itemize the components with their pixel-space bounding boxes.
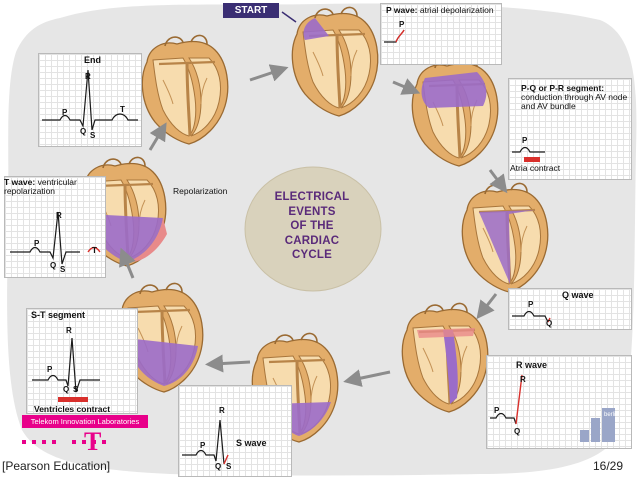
wave-letter-q-end: Q [80, 127, 87, 136]
arrow-1 [249, 64, 289, 82]
ecg-trace-st-segment [32, 337, 100, 393]
t-wave-heading: T wave: [4, 177, 36, 187]
university-logo-mark [580, 408, 615, 442]
wave-letter-s-end: S [90, 131, 96, 140]
ecg-highlight-t-wave [87, 246, 101, 253]
heart-pq-segment [460, 181, 550, 294]
p-wave-heading: P wave: [386, 5, 418, 15]
wave-letter-r-swave: R [219, 406, 225, 415]
arrow-2 [392, 78, 421, 95]
wave-letter-p-swave: P [200, 441, 206, 450]
ecg-highlight-r-wave [515, 374, 523, 425]
pq-segment-heading: P-Q or P-R segment: [521, 83, 605, 93]
wave-letter-p-end: P [62, 108, 68, 117]
diagram-title: ELECTRICAL EVENTS OF THE CARDIAC CYCLE [262, 190, 362, 263]
ecg-trace-t-wave [10, 211, 80, 265]
wave-letter-t-end: T [120, 105, 125, 114]
arrow-4 [476, 293, 498, 320]
label-r-wave: R wave [516, 360, 548, 370]
label-p-wave: P wave: atrial depolarization [386, 6, 498, 15]
telekom-logo-letter: T [84, 427, 102, 456]
label-q-wave: Q wave [562, 290, 594, 300]
title-line-3: OF THE [290, 220, 334, 232]
wave-letter-p-twave: P [34, 239, 40, 248]
ecg-panel-st-segment [26, 308, 138, 414]
ecg-panel-t-wave [4, 176, 106, 278]
label-st-segment: S-T segment [31, 310, 86, 320]
label-atria-contract: Atria contract [510, 163, 561, 173]
arrow-8 [148, 122, 167, 151]
heart-q-wave [400, 301, 490, 414]
university-logo: berlin [578, 404, 619, 444]
telekom-lab-bar: Telekom Innovation Laboratories [22, 415, 148, 428]
arrow-6 [205, 354, 251, 373]
wave-letter-r-end: R [85, 72, 91, 81]
start-pointer [281, 11, 297, 23]
wave-letter-q-twave: Q [50, 261, 57, 270]
ecg-highlight-q-wave [547, 317, 551, 323]
wave-letter-q-st: Q [63, 385, 70, 394]
telekom-logo [22, 440, 106, 444]
wave-letter-q-qwave: Q [546, 319, 553, 328]
label-s-wave: S wave [236, 438, 267, 448]
wave-letter-p-pq: P [522, 136, 528, 145]
arrow-3 [488, 169, 508, 194]
wave-letter-p-pwave: P [399, 20, 405, 29]
pq-segment-desc: conduction through AV node and AV bundle [521, 91, 628, 111]
wave-letter-p-st: P [47, 365, 53, 374]
title-line-4: CARDIAC [284, 234, 340, 247]
ecg-panel-pq-segment [508, 78, 632, 180]
ecg-trace-r-wave [490, 412, 517, 425]
heart-t-wave [78, 155, 168, 268]
label-ventricles-contract: Ventricles contract [34, 404, 111, 414]
wave-letter-r-rwave: R [520, 375, 526, 384]
atria-contract-bar [524, 157, 540, 162]
title-line-5: CYCLE [292, 249, 332, 261]
cycle-arrows [119, 64, 508, 387]
wave-letter-r-twave: R [56, 211, 62, 220]
title-line-1: ELECTRICAL [274, 191, 350, 203]
arrow-5 [343, 369, 391, 387]
heart-p-wave [410, 55, 500, 168]
center-oval [244, 166, 382, 292]
label-t-wave: T wave: ventricular repolarization [4, 178, 82, 196]
label-pq-segment: P-Q or P-R segment: conduction through A… [521, 84, 633, 111]
p-wave-desc: atrial depolarization [419, 5, 494, 15]
ecg-trace-s-wave [182, 419, 225, 465]
university-logo-text: berlin [604, 412, 619, 418]
start-badge: START [223, 3, 279, 18]
wave-letter-p-rwave: P [494, 406, 500, 415]
page-number: 16/29 [593, 459, 624, 473]
wave-letter-p-qwave: P [528, 300, 534, 309]
heart-s-wave [115, 281, 205, 394]
wave-letter-s-twave: S [60, 265, 66, 274]
t-wave-desc: ventricular repolarization [4, 177, 77, 196]
heart-start [290, 5, 380, 118]
label-repolarization: Repolarization [173, 186, 228, 196]
ecg-trace-q-wave [512, 310, 549, 323]
wave-letter-s-swave: S [226, 462, 232, 471]
ecg-highlight-p-wave [395, 29, 405, 43]
wave-letter-r-st: R [66, 326, 72, 335]
wave-letter-t-twave: T [92, 246, 97, 255]
wave-letter-s-st: S [73, 385, 79, 394]
source-citation: [Pearson Education] [2, 459, 111, 473]
arrow-7 [119, 247, 136, 279]
ecg-panel-s-wave [178, 385, 292, 477]
label-end: End [84, 55, 101, 65]
ecg-panel-q-wave [508, 288, 632, 330]
ecg-trace-p-wave [384, 29, 405, 43]
ecg-trace-pq-segment [512, 146, 545, 153]
ecg-trace-end [42, 69, 138, 131]
title-line-2: EVENTS [288, 205, 336, 218]
ecg-highlight-s-wave [223, 454, 229, 465]
wave-letter-q-swave: Q [215, 462, 222, 471]
wave-letter-q-rwave: Q [514, 427, 521, 436]
ventricles-contract-bar [58, 397, 88, 402]
